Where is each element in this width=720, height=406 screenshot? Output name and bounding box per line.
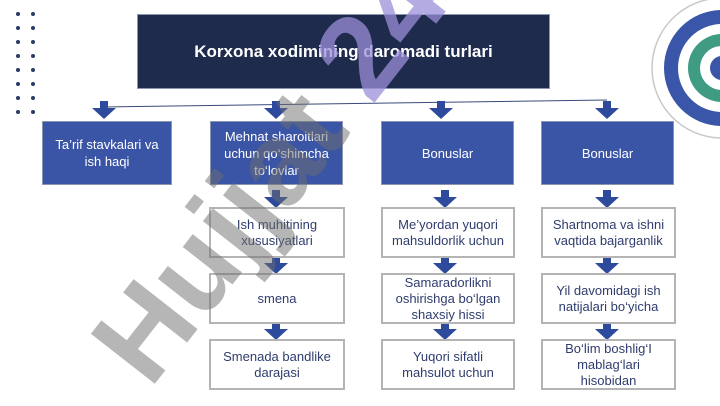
item-label: Smenada bandlike darajasi [223, 348, 331, 380]
header-label: Mehnat sharoitlari uchun qo‘shimcha to‘l… [224, 128, 329, 178]
item-box: Bo‘lim boshlig‘I mablag‘lari hisobidan [541, 339, 676, 390]
item-box: Me’yordan yuqori mahsuldorlik uchun [381, 207, 515, 258]
header-box-1: Ta’rif stavkalari va ish haqi [42, 121, 172, 185]
item-label: Me’yordan yuqori mahsuldorlik uchun [391, 216, 504, 248]
arrow-col3-3 [433, 322, 457, 340]
item-label: Ish muhitining xususiyatlari [236, 216, 318, 248]
header-label: Ta’rif stavkalari va ish haqi [55, 137, 159, 169]
arrow-col4 [595, 101, 619, 119]
arrow-col2-2 [264, 256, 288, 274]
item-box: Yuqori sifatli mahsulot uchun [381, 339, 515, 390]
item-box: Ish muhitining xususiyatlari [209, 207, 345, 258]
header-box-4: Bonuslar [541, 121, 674, 185]
diagram-title: Korxona xodimining daromadi turlari [194, 41, 493, 61]
arrow-col4-3 [595, 322, 619, 340]
item-box: Shartnoma va ishni vaqtida bajarganlik [541, 207, 676, 258]
arrow-col4-1 [595, 190, 619, 208]
arrow-col3-1 [433, 190, 457, 208]
item-box: Smenada bandlike darajasi [209, 339, 345, 390]
item-box: Samaradorlikni oshirishga bo‘lgan shaxsi… [381, 273, 515, 324]
header-box-2: Mehnat sharoitlari uchun qo‘shimcha to‘l… [210, 121, 343, 185]
item-label: Yuqori sifatli mahsulot uchun [402, 348, 494, 380]
arrow-col3-2 [433, 256, 457, 274]
header-box-3: Bonuslar [381, 121, 514, 185]
item-box: smena [209, 273, 345, 324]
arrow-col3 [429, 101, 453, 119]
item-label: Yil davomidagi ish natijalari bo‘yicha [556, 282, 661, 314]
arrow-col4-2 [595, 256, 619, 274]
item-label: Shartnoma va ishni vaqtida bajarganlik [552, 216, 665, 248]
header-label: Bonuslar [581, 145, 634, 161]
arrow-col2-1 [264, 190, 288, 208]
item-label: Samaradorlikni oshirishga bo‘lgan shaxsi… [395, 274, 501, 322]
diagram-title-box: Korxona xodimining daromadi turlari [137, 14, 550, 89]
decorative-rings [651, 0, 720, 139]
arrow-col2 [264, 101, 288, 119]
item-box: Yil davomidagi ish natijalari bo‘yicha [541, 273, 676, 324]
item-label: Bo‘lim boshlig‘I mablag‘lari hisobidan [565, 340, 652, 388]
arrow-col1 [92, 101, 116, 119]
decorative-dots [16, 12, 44, 122]
item-label: smena [257, 290, 297, 306]
header-label: Bonuslar [421, 145, 474, 161]
arrow-col2-3 [264, 322, 288, 340]
